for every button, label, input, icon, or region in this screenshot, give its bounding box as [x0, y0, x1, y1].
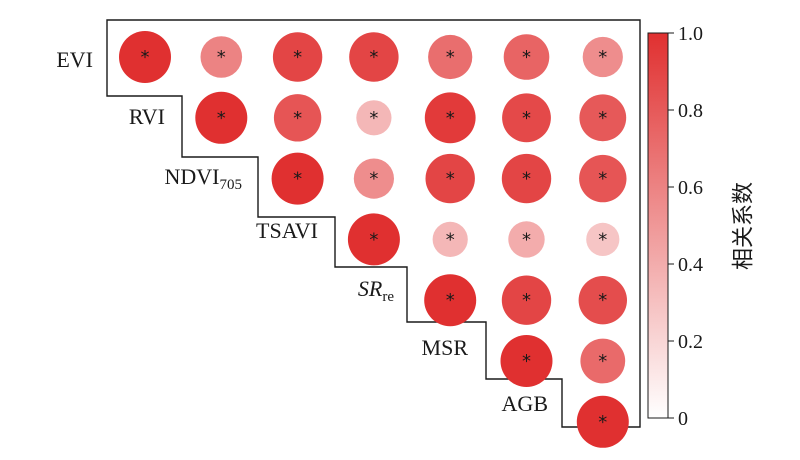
row-label-EVI: EVI	[56, 47, 93, 72]
colorbar-title: 相关系数	[732, 182, 757, 270]
significance-star: *	[293, 108, 302, 129]
row-label-AGB: AGB	[502, 391, 548, 416]
corr-circle-RVI-AGB	[579, 94, 627, 142]
significance-star: *	[446, 229, 455, 250]
row-label-MSR: MSR	[422, 335, 469, 360]
colorbar-ticks: 1.0 0.8 0.6 0.4 0.2 0	[668, 23, 703, 430]
significance-star: *	[217, 47, 226, 68]
significance-star: *	[369, 229, 378, 250]
colorbar-tick-label: 0.6	[678, 177, 703, 199]
significance-star: *	[369, 169, 378, 190]
corr-circle-TSAVI-SRre	[432, 221, 468, 257]
corr-circle-RVI-TSAVI	[356, 100, 392, 136]
corr-circle-EVI-AGB	[582, 36, 623, 78]
significance-star: *	[598, 351, 607, 372]
significance-star: *	[217, 108, 226, 129]
corr-circle-TSAVI-TSAVI	[347, 213, 400, 266]
row-label-NDVI705: NDVI705	[165, 164, 243, 193]
row-label-TSAVI: TSAVI	[256, 218, 318, 243]
corr-circle-EVI-RVI	[200, 36, 243, 78]
colorbar-tick-label: 0	[678, 408, 688, 430]
row-label-RVI: RVI	[129, 104, 165, 129]
significance-star: *	[522, 290, 531, 311]
significance-star: *	[598, 108, 607, 129]
corr-circle-TSAVI-MSR	[508, 221, 545, 258]
corr-circle-EVI-TSAVI	[349, 32, 399, 82]
significance-star: *	[522, 229, 531, 250]
corr-circle-EVI-EVI	[119, 31, 171, 83]
colorbar: 1.0 0.8 0.6 0.4 0.2 0 相关系数	[647, 23, 757, 430]
significance-star: *	[598, 290, 607, 311]
corr-circle-SRre-SRre	[424, 274, 477, 327]
correlation-circles: * * * * * * * * * * * * * * * * * * * * * * * * * * * *	[119, 31, 629, 448]
significance-star: *	[293, 169, 302, 190]
corr-circle-MSR-MSR	[500, 335, 553, 387]
corr-circle-NDVI705-AGB	[579, 154, 627, 203]
significance-star: *	[522, 108, 531, 129]
significance-star: *	[369, 47, 378, 68]
corr-circle-NDVI705-MSR	[501, 153, 552, 204]
significance-star: *	[598, 47, 607, 68]
colorbar-tick-label: 0.8	[678, 100, 703, 122]
colorbar-tick-label: 1.0	[678, 23, 703, 45]
corr-circle-EVI-SRre	[428, 34, 473, 80]
significance-star: *	[522, 351, 531, 372]
colorbar-tick-label: 0.2	[678, 331, 703, 353]
corr-circle-SRre-AGB	[578, 276, 627, 325]
significance-star: *	[446, 169, 455, 190]
significance-star: *	[446, 108, 455, 129]
significance-star: *	[522, 169, 531, 190]
corr-circle-TSAVI-AGB	[586, 222, 620, 256]
significance-star: *	[598, 412, 607, 433]
corr-circle-EVI-NDVI705	[272, 32, 323, 82]
corr-circle-NDVI705-TSAVI	[353, 158, 394, 199]
corr-circle-AGB-AGB	[576, 395, 629, 448]
significance-star: *	[598, 229, 607, 250]
corr-circle-SRre-MSR	[501, 275, 552, 325]
corr-circle-RVI-NDVI705	[273, 94, 322, 142]
corr-circle-NDVI705-SRre	[425, 153, 475, 204]
colorbar-gradient	[647, 32, 669, 419]
significance-star: *	[369, 108, 378, 129]
significance-star: *	[141, 47, 150, 68]
corr-circle-MSR-AGB	[580, 338, 626, 384]
corr-circle-NDVI705-NDVI705	[271, 152, 324, 205]
significance-star: *	[446, 47, 455, 68]
corr-circle-RVI-RVI	[195, 91, 248, 144]
significance-star: *	[446, 290, 455, 311]
colorbar-tick-label: 0.4	[678, 254, 703, 276]
corr-circle-RVI-SRre	[424, 92, 476, 144]
row-label-SRre: SRre	[358, 276, 394, 305]
significance-star: *	[293, 47, 302, 68]
corr-circle-EVI-MSR	[503, 34, 550, 80]
significance-star: *	[522, 47, 531, 68]
corr-circle-RVI-MSR	[502, 93, 551, 143]
significance-star: *	[598, 169, 607, 190]
